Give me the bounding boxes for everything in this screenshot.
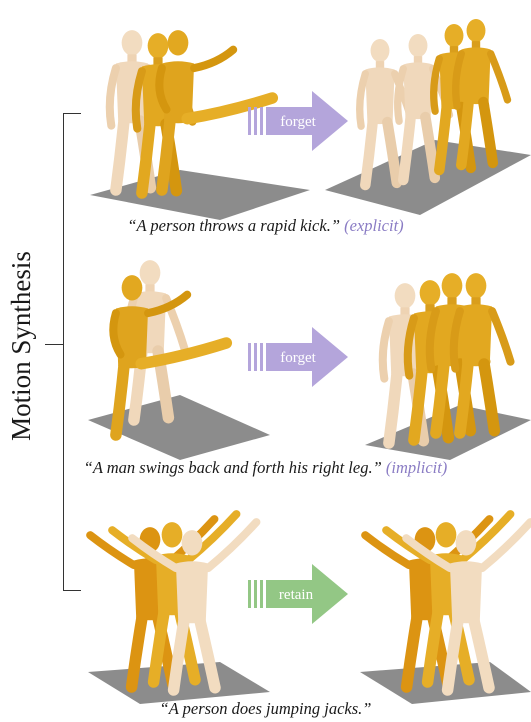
row-2-caption: “A man swings back and forth his right l… <box>0 458 531 478</box>
original-motion-figures <box>90 514 256 690</box>
row-3-caption-text: “A person does jumping jacks.” <box>160 699 372 718</box>
row-1-scene: forget <box>80 5 531 220</box>
row-3-scene: retain <box>80 482 531 704</box>
retain-arrow: retain <box>248 564 348 624</box>
row-2-caption-text: “A man swings back and forth his right l… <box>84 458 382 477</box>
row-1-caption: “A person throws a rapid kick.” (explici… <box>0 216 531 236</box>
row-2-scene: forget <box>80 245 531 460</box>
row-1-tag: (explicit) <box>344 216 404 235</box>
edited-motion-figures <box>365 514 530 690</box>
row-3-caption: “A person does jumping jacks.” <box>0 699 531 719</box>
retain-arrow-label: retain <box>279 587 314 603</box>
edited-motion-figures <box>383 273 511 443</box>
original-motion-figures <box>110 30 273 193</box>
forget-arrow-label: forget <box>280 114 316 130</box>
bracket-tick <box>45 344 63 345</box>
row-1-caption-text: “A person throws a rapid kick.” <box>127 216 340 235</box>
forget-arrow-label: forget <box>280 350 316 366</box>
row-bracket <box>63 113 81 591</box>
row-2-tag: (implicit) <box>386 458 447 477</box>
forget-arrow: forget <box>248 327 348 387</box>
motion-synthesis-label: Motion Synthesis <box>6 246 38 446</box>
